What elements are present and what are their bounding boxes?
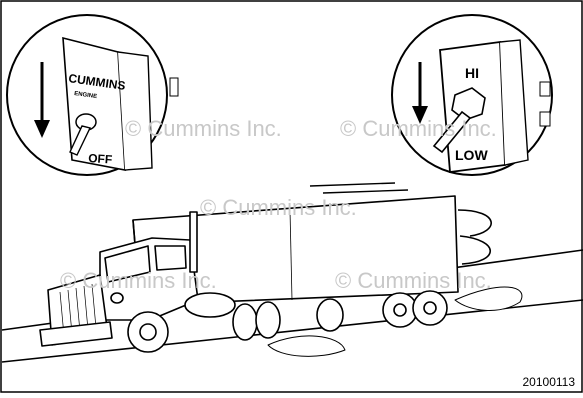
hi-label: HI [465,65,479,81]
right-switch-callout: HI LOW [392,15,552,175]
low-label: LOW [455,147,488,163]
off-label: OFF [88,151,113,167]
figure-id: 20100113 [523,375,576,389]
